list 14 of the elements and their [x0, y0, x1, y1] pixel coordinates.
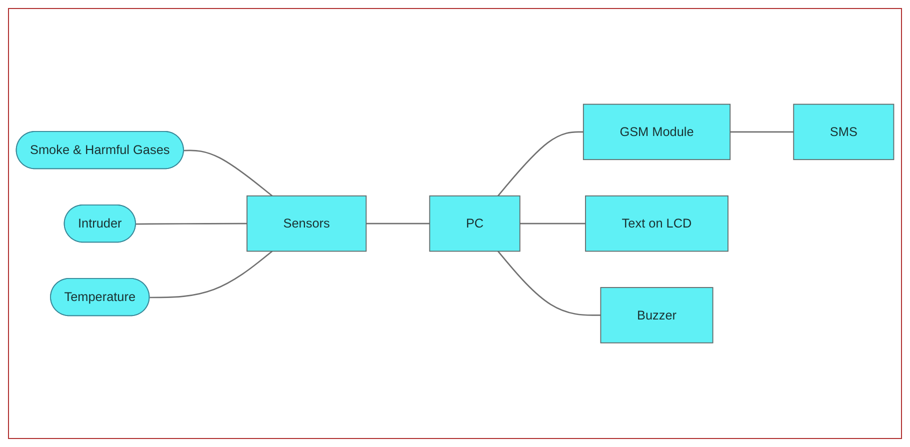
- connector: [497, 250, 601, 316]
- node-box: Sensors: [246, 195, 367, 252]
- connector: [520, 222, 586, 224]
- connector: [184, 150, 273, 196]
- node-box: PC: [429, 195, 520, 252]
- connector: [730, 131, 794, 133]
- connector: [136, 222, 247, 225]
- connector: [150, 250, 273, 298]
- node-box: Buzzer: [600, 287, 714, 344]
- node-box: SMS: [793, 104, 894, 160]
- connector: [366, 222, 430, 224]
- connector: [497, 131, 584, 196]
- node-box: GSM Module: [582, 104, 731, 160]
- node-box: Text on LCD: [585, 195, 728, 252]
